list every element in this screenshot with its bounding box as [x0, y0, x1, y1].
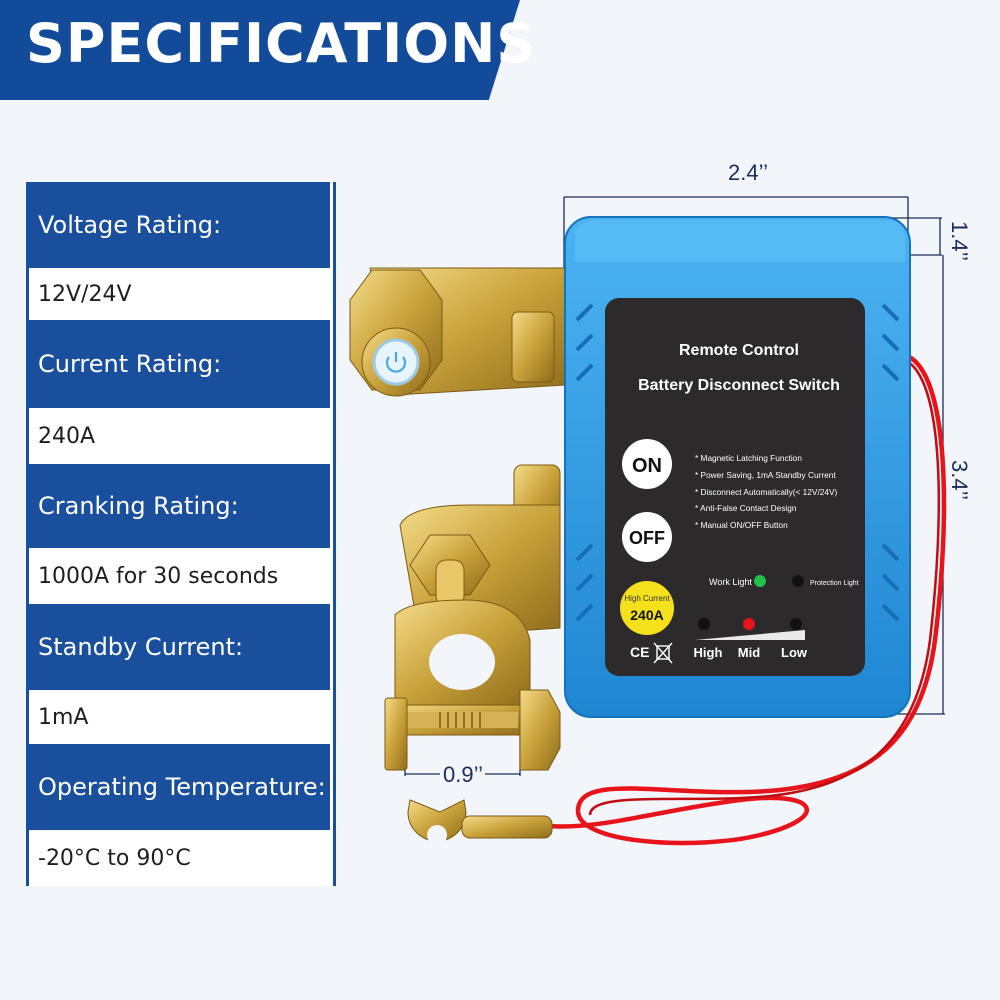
bottom-terminal — [384, 464, 561, 771]
spec-value-standby: 1mA — [38, 704, 89, 730]
spec-label-voltage: Voltage Rating: — [26, 182, 330, 268]
badge-line-1: High Current — [624, 594, 670, 603]
spec-label-standby: Standby Current: — [26, 604, 330, 690]
ring-terminal — [407, 799, 553, 845]
ce-mark: CE — [630, 644, 649, 660]
badge-line-2: 240A — [630, 607, 663, 623]
feature-item: * Manual ON/OFF Button — [695, 520, 788, 530]
protection-light-label: Protection Light — [810, 580, 859, 587]
panel-title-1: Remote Control — [679, 342, 799, 359]
spec-label-current: Current Rating: — [26, 320, 330, 408]
level-led-low — [790, 618, 802, 630]
feature-item: * Disconnect Automatically(< 12V/24V) — [695, 487, 838, 497]
height-dimension: 3.4’’ — [947, 460, 972, 500]
level-ramp — [695, 630, 805, 640]
power-icon — [385, 352, 407, 373]
work-light-led — [754, 575, 766, 587]
banner-title: SPECIFICATIONS — [26, 12, 537, 75]
depth-dimension: 1.4’’ — [947, 221, 972, 261]
off-button[interactable]: OFF — [622, 512, 672, 562]
level-label-high: High — [694, 645, 723, 660]
spec-value-temperature: -20°C to 90°C — [38, 845, 191, 871]
level-label-low: Low — [781, 645, 808, 660]
level-led-mid — [743, 618, 755, 630]
spec-value-voltage: 12V/24V — [38, 281, 132, 307]
top-terminal — [349, 267, 566, 397]
feature-item: * Magnetic Latching Function — [695, 453, 802, 463]
feature-list: * Magnetic Latching Function * Power Sav… — [695, 453, 838, 530]
width-dimension: 2.4’’ — [728, 160, 768, 185]
weee-icon — [653, 642, 673, 664]
feature-item: * Anti-False Contact Design — [695, 503, 797, 513]
protection-light-led — [792, 575, 804, 587]
level-label-mid: Mid — [738, 645, 760, 660]
spec-label-temperature: Operating Temperature: — [26, 744, 330, 830]
spec-value-current: 240A — [38, 423, 96, 449]
specifications-banner — [0, 0, 520, 100]
high-current-badge: High Current 240A — [620, 581, 674, 635]
work-light-label: Work Light — [709, 577, 752, 587]
panel-title-2: Battery Disconnect Switch — [638, 377, 840, 394]
on-button[interactable]: ON — [622, 439, 672, 489]
level-led-high — [698, 618, 710, 630]
spec-label-cranking: Cranking Rating: — [26, 464, 330, 548]
on-label: ON — [632, 455, 662, 477]
red-wire — [547, 352, 947, 846]
feature-item: * Power Saving, 1mA Standby Current — [695, 470, 836, 480]
terminal-dimension: 0.9’’ — [443, 762, 483, 787]
off-label: OFF — [629, 528, 665, 548]
spec-value-cranking: 1000A for 30 seconds — [38, 563, 279, 589]
